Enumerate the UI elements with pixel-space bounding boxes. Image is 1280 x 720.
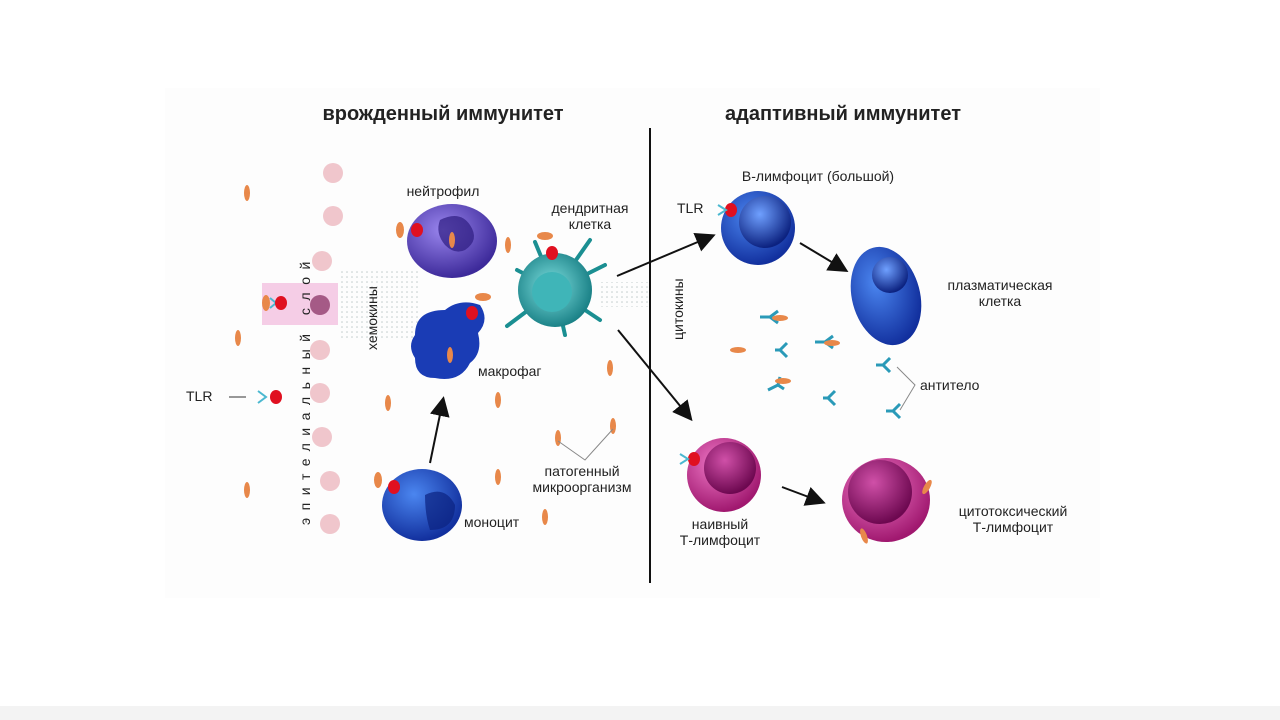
naive-t-lymphocyte-cell <box>679 438 761 512</box>
dendritic-label-line2: клетка <box>569 216 612 232</box>
cytotoxic-label-line2: Т-лимфоцит <box>973 519 1054 535</box>
epithelial-layer-label: эпителиальный слой <box>297 254 313 525</box>
b-lymphocyte-cell <box>717 191 795 265</box>
tlr-receptor-icon <box>262 295 287 311</box>
monocyte-label: моноцит <box>464 514 520 530</box>
plasma-label-line1: плазматическая <box>947 277 1052 293</box>
b-lymphocyte-label: В-лимфоцит (большой) <box>742 168 894 184</box>
cytotoxic-t-lymphocyte-cell <box>842 458 932 544</box>
antibody-pointer <box>896 366 916 411</box>
neutrophil-cell <box>396 204 497 278</box>
bottom-strip <box>0 706 1280 720</box>
tlr-label-right: TLR <box>677 200 703 216</box>
macrophage-label: макрофаг <box>478 363 542 379</box>
chemokines-label: хемокины <box>364 286 380 350</box>
antibody-label: антитело <box>920 377 980 393</box>
cytokine-dots <box>600 282 650 307</box>
neutrophil-label: нейтрофил <box>407 183 480 199</box>
innate-immunity-title: врожденный иммунитет <box>322 103 563 125</box>
chemokine-dots <box>340 270 420 340</box>
pathogen-label-line2: микроорганизм <box>533 479 632 495</box>
pathogen-label-line1: патогенный <box>544 463 619 479</box>
dendritic-label-line1: дендритная <box>552 200 629 216</box>
plasma-label-line2: клетка <box>979 293 1022 309</box>
macrophage-cell <box>411 293 491 379</box>
pathogen-pointer <box>557 428 614 461</box>
tlr-label-left: TLR <box>186 388 212 404</box>
arrows <box>429 232 849 506</box>
antibody-bound-pathogens <box>730 315 840 384</box>
naive-label-line1: наивный <box>692 516 748 532</box>
adaptive-immunity-title: адаптивный иммунитет <box>725 103 961 125</box>
epithelial-cells <box>262 163 343 534</box>
tlr-receptor-icon <box>257 390 282 404</box>
monocyte-cell <box>374 469 462 541</box>
cytotoxic-label-line1: цитотоксический <box>959 503 1068 519</box>
pathogen-microorganisms <box>235 185 616 525</box>
cytokines-label: цитокины <box>670 278 686 340</box>
naive-label-line2: Т-лимфоцит <box>680 532 761 548</box>
plasma-cell <box>850 246 922 346</box>
dendritic-cell <box>505 232 607 337</box>
